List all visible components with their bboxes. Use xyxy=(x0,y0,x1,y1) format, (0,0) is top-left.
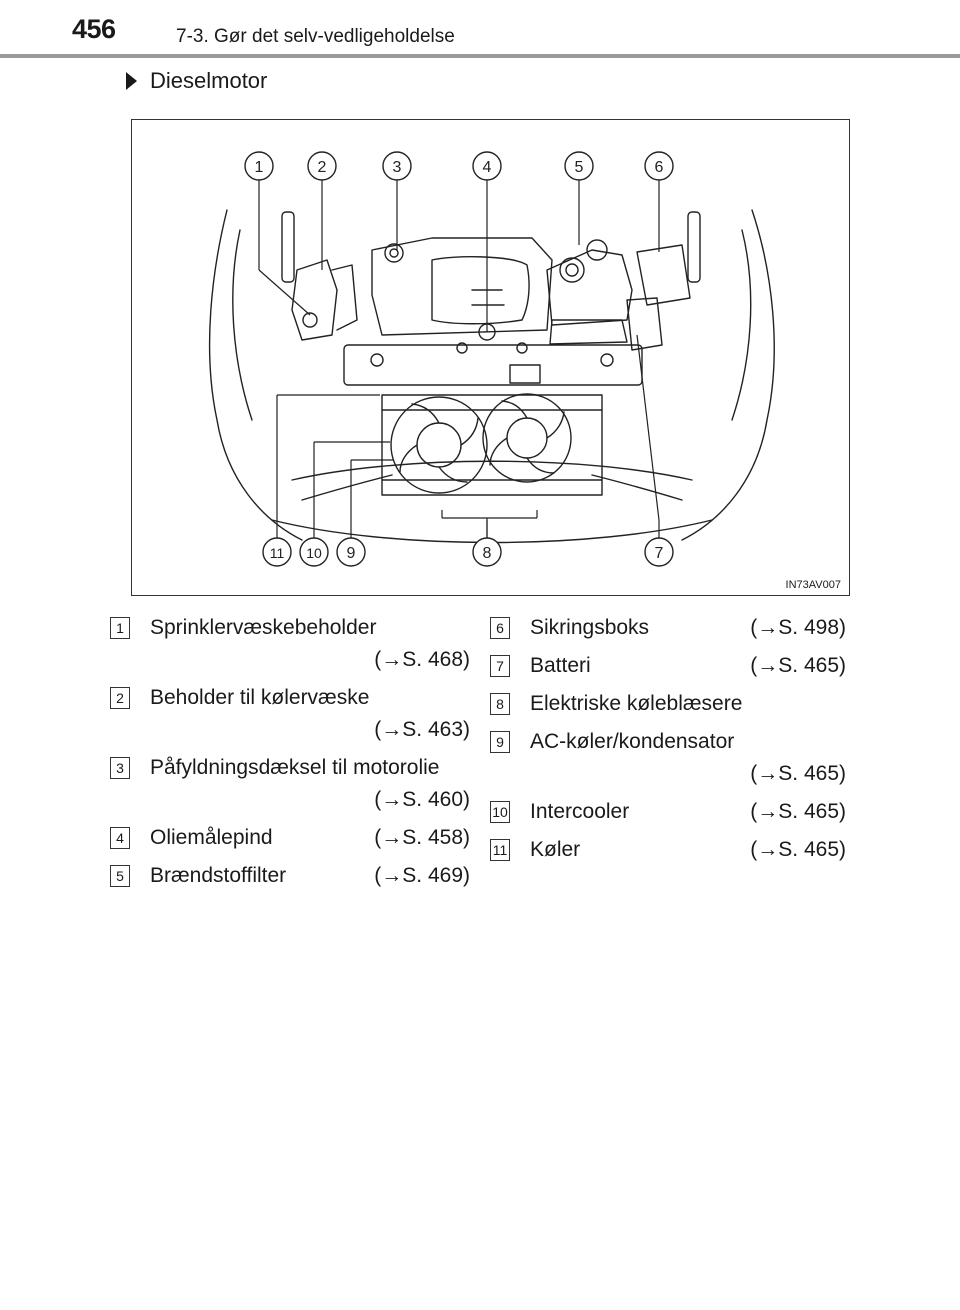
bottom-callout-label: 10 xyxy=(306,545,322,561)
legend-page-reference: (→S. 498) xyxy=(750,616,846,639)
top-callout-3: 3 xyxy=(382,151,412,181)
legend-label: Køler xyxy=(530,838,581,861)
legend-label: Sprinklervæskebeholder xyxy=(150,616,377,639)
legend-page-reference: (→S. 465) xyxy=(750,762,846,785)
legend-number-badge: 2 xyxy=(110,687,130,709)
legend-page-reference: (→S. 463) xyxy=(374,718,470,741)
top-callout-6: 6 xyxy=(644,151,674,181)
bottom-callout-8: 8 xyxy=(472,537,502,567)
legend-page-reference: (→S. 460) xyxy=(374,788,470,811)
top-callout-label: 1 xyxy=(255,159,264,176)
callouts-bottom: 11 10 9 8 7 xyxy=(262,537,674,567)
legend-label: Brændstoffilter xyxy=(150,864,287,887)
legend-number-badge: 9 xyxy=(490,731,510,753)
legend-number-badge: 7 xyxy=(490,655,510,677)
legend-page-reference: (→S. 465) xyxy=(750,838,846,861)
bottom-callout-label: 7 xyxy=(655,545,664,562)
legend-right-column: 6 Sikringsboks (→S. 498) 7 Batteri (→S. 465) 8… xyxy=(490,612,846,872)
legend-number-badge: 4 xyxy=(110,827,130,849)
legend-item-8: 8 Elektriske køleblæsere xyxy=(490,688,846,720)
legend-page-reference: (→S. 465) xyxy=(750,654,846,677)
bottom-callout-label: 8 xyxy=(483,545,492,562)
legend-label: Påfyldningsdæksel til motorolie xyxy=(150,756,440,779)
page-header: 456 7-3. Gør det selv-vedligeholdelse xyxy=(0,0,960,60)
legend-number-badge: 5 xyxy=(110,865,130,887)
triangle-bullet-icon xyxy=(126,72,137,90)
header-divider xyxy=(0,54,960,58)
top-callout-2: 2 xyxy=(307,151,337,181)
legend-item-7: 7 Batteri (→S. 465) xyxy=(490,650,846,682)
figure-code: IN73AV007 xyxy=(785,579,841,591)
legend-item-2: 2 Beholder til kølervæske(→S. 463) xyxy=(110,682,470,746)
legend-label: Elektriske køleblæsere xyxy=(530,692,743,715)
legend-item-3: 3 Påfyldningsdæksel til motorolie (→S. 460… xyxy=(110,752,470,816)
page-number: 456 xyxy=(72,14,116,44)
top-callout-1: 1 xyxy=(244,151,274,181)
engine-drawing: 1 2 3 4 5 6 11 10 9 8 7 xyxy=(208,151,775,567)
legend-item-1: 1 Sprinklervæskebeholder (→S. 468) xyxy=(110,612,470,676)
chapter-title: 7-3. Gør det selv-vedligeholdelse xyxy=(176,26,455,47)
engine-bay-illustration: 1 2 3 4 5 6 11 10 9 8 7 IN73AV007 xyxy=(131,119,850,596)
top-callout-label: 5 xyxy=(575,159,584,176)
legend-item-10: 10 Intercooler (→S. 465) xyxy=(490,796,846,828)
top-callout-label: 2 xyxy=(318,159,327,176)
legend-page-reference: (→S. 468) xyxy=(374,648,470,671)
legend-page-reference: (→S. 469) xyxy=(374,864,470,887)
section-title: Dieselmotor xyxy=(150,68,268,93)
legend-number-badge: 8 xyxy=(490,693,510,715)
top-callout-4: 4 xyxy=(472,151,502,181)
legend-item-6: 6 Sikringsboks (→S. 498) xyxy=(490,612,846,644)
legend-page-reference: (→S. 458) xyxy=(374,826,470,849)
bottom-callout-11: 11 xyxy=(262,537,292,567)
bottom-callout-9: 9 xyxy=(336,537,366,567)
legend-label: Oliemålepind xyxy=(150,826,273,849)
legend-label: Beholder til kølervæske xyxy=(150,686,370,709)
legend-item-4: 4 Oliemålepind (→S. 458) xyxy=(110,822,470,854)
top-callout-label: 4 xyxy=(483,159,492,176)
callouts-top: 1 2 3 4 5 6 xyxy=(244,151,674,181)
legend-label: Batteri xyxy=(530,654,591,677)
bottom-callout-label: 9 xyxy=(347,545,356,562)
legend-label: AC-køler/kondensator xyxy=(530,730,735,753)
legend-label: Intercooler xyxy=(530,800,630,823)
bottom-callout-label: 11 xyxy=(270,545,285,561)
legend-number-badge: 1 xyxy=(110,617,130,639)
section-heading: Dieselmotor xyxy=(126,68,267,94)
top-callout-label: 6 xyxy=(655,159,664,176)
top-callout-5: 5 xyxy=(564,151,594,181)
bottom-callout-10: 10 xyxy=(299,537,329,567)
legend-number-badge: 10 xyxy=(490,801,510,823)
legend-item-9: 9 AC-køler/kondensator (→S. 465) xyxy=(490,726,846,790)
bottom-callout-7: 7 xyxy=(644,537,674,567)
legend-item-5: 5 Brændstoffilter (→S. 469) xyxy=(110,860,470,892)
top-callout-label: 3 xyxy=(393,159,402,176)
legend-number-badge: 11 xyxy=(490,839,510,861)
legend-label: Sikringsboks xyxy=(530,616,650,639)
legend-number-badge: 3 xyxy=(110,757,130,779)
legend-page-reference: (→S. 465) xyxy=(750,800,846,823)
legend-number-badge: 6 xyxy=(490,617,510,639)
legend-left-column: 1 Sprinklervæskebeholder (→S. 468) 2 Beholde… xyxy=(110,612,470,898)
legend-item-11: 11 Køler (→S. 465) xyxy=(490,834,846,866)
